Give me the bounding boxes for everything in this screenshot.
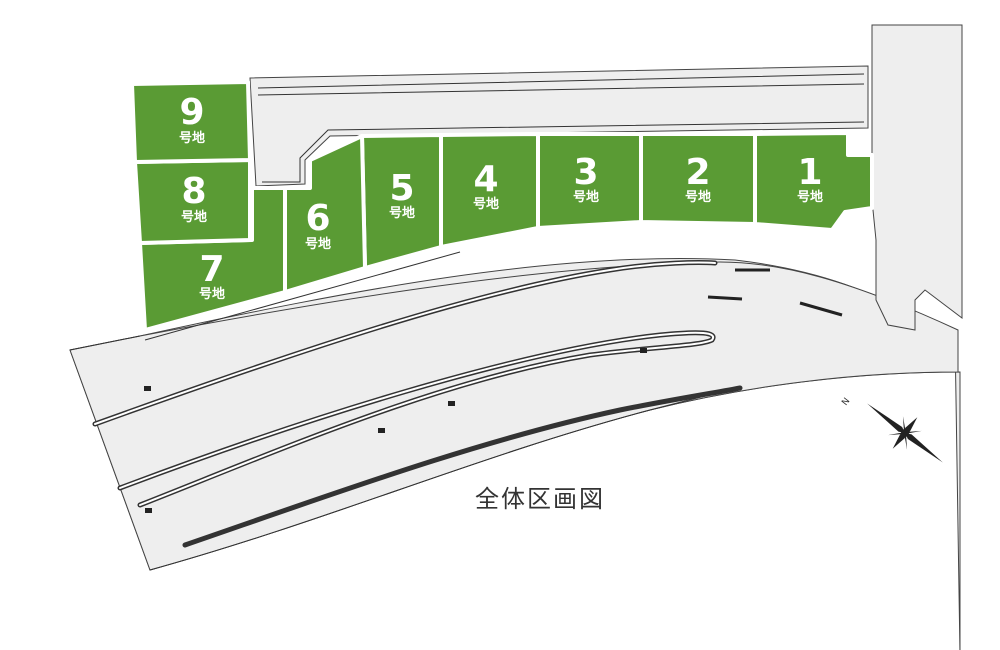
lot-3-suffix: 号地 xyxy=(573,189,599,205)
lot-3[interactable]: 3 号地 xyxy=(536,132,643,230)
sidewalk-edge xyxy=(69,251,461,351)
compass-rose-icon xyxy=(867,403,943,463)
lot-9-shape[interactable] xyxy=(130,80,252,164)
side-road-right xyxy=(871,24,963,331)
lot-1[interactable]: 1 号地 xyxy=(753,131,874,232)
page-title: 全体区画図 xyxy=(475,485,605,513)
lot-9[interactable]: 9 号地 xyxy=(130,80,252,164)
lot-9-number: 9 xyxy=(179,92,204,133)
compass-north-label: N xyxy=(840,396,852,407)
lot-1-shape[interactable] xyxy=(753,131,874,232)
lot-9-suffix: 号地 xyxy=(179,130,205,146)
median-rail-1-inner xyxy=(94,261,716,425)
lane-dash xyxy=(707,295,743,301)
private-lane xyxy=(249,65,869,187)
lot-1-suffix: 号地 xyxy=(797,189,823,205)
lot-2-suffix: 号地 xyxy=(685,189,711,205)
lot-8-suffix: 号地 xyxy=(181,209,207,225)
lot-5[interactable]: 5 号地 xyxy=(360,133,443,270)
lot-4[interactable]: 4 号地 xyxy=(439,132,540,249)
lot-7-suffix: 号地 xyxy=(199,286,225,302)
lot-1-number: 1 xyxy=(797,152,822,193)
median-rail-2-inner xyxy=(119,331,715,506)
lot-8[interactable]: 8 号地 xyxy=(133,158,252,245)
lane-inner-line xyxy=(257,73,865,183)
curb-marks xyxy=(144,348,647,513)
lot-4-number: 4 xyxy=(473,159,498,200)
lot-7-number: 7 xyxy=(199,249,224,290)
lot-2[interactable]: 2 号地 xyxy=(639,132,757,226)
lane-dash xyxy=(799,301,843,317)
lot-4-suffix: 号地 xyxy=(473,196,499,212)
lot-8-number: 8 xyxy=(181,171,206,212)
lot-2-number: 2 xyxy=(685,152,710,193)
lot-6-number: 6 xyxy=(305,198,330,239)
lot-6-suffix: 号地 xyxy=(305,236,331,252)
lower-rail xyxy=(182,385,743,548)
lot-3-number: 3 xyxy=(573,152,598,193)
lot-6[interactable]: 6 号地 xyxy=(283,134,367,294)
lot-5-suffix: 号地 xyxy=(389,205,415,221)
lot-5-number: 5 xyxy=(389,168,414,209)
